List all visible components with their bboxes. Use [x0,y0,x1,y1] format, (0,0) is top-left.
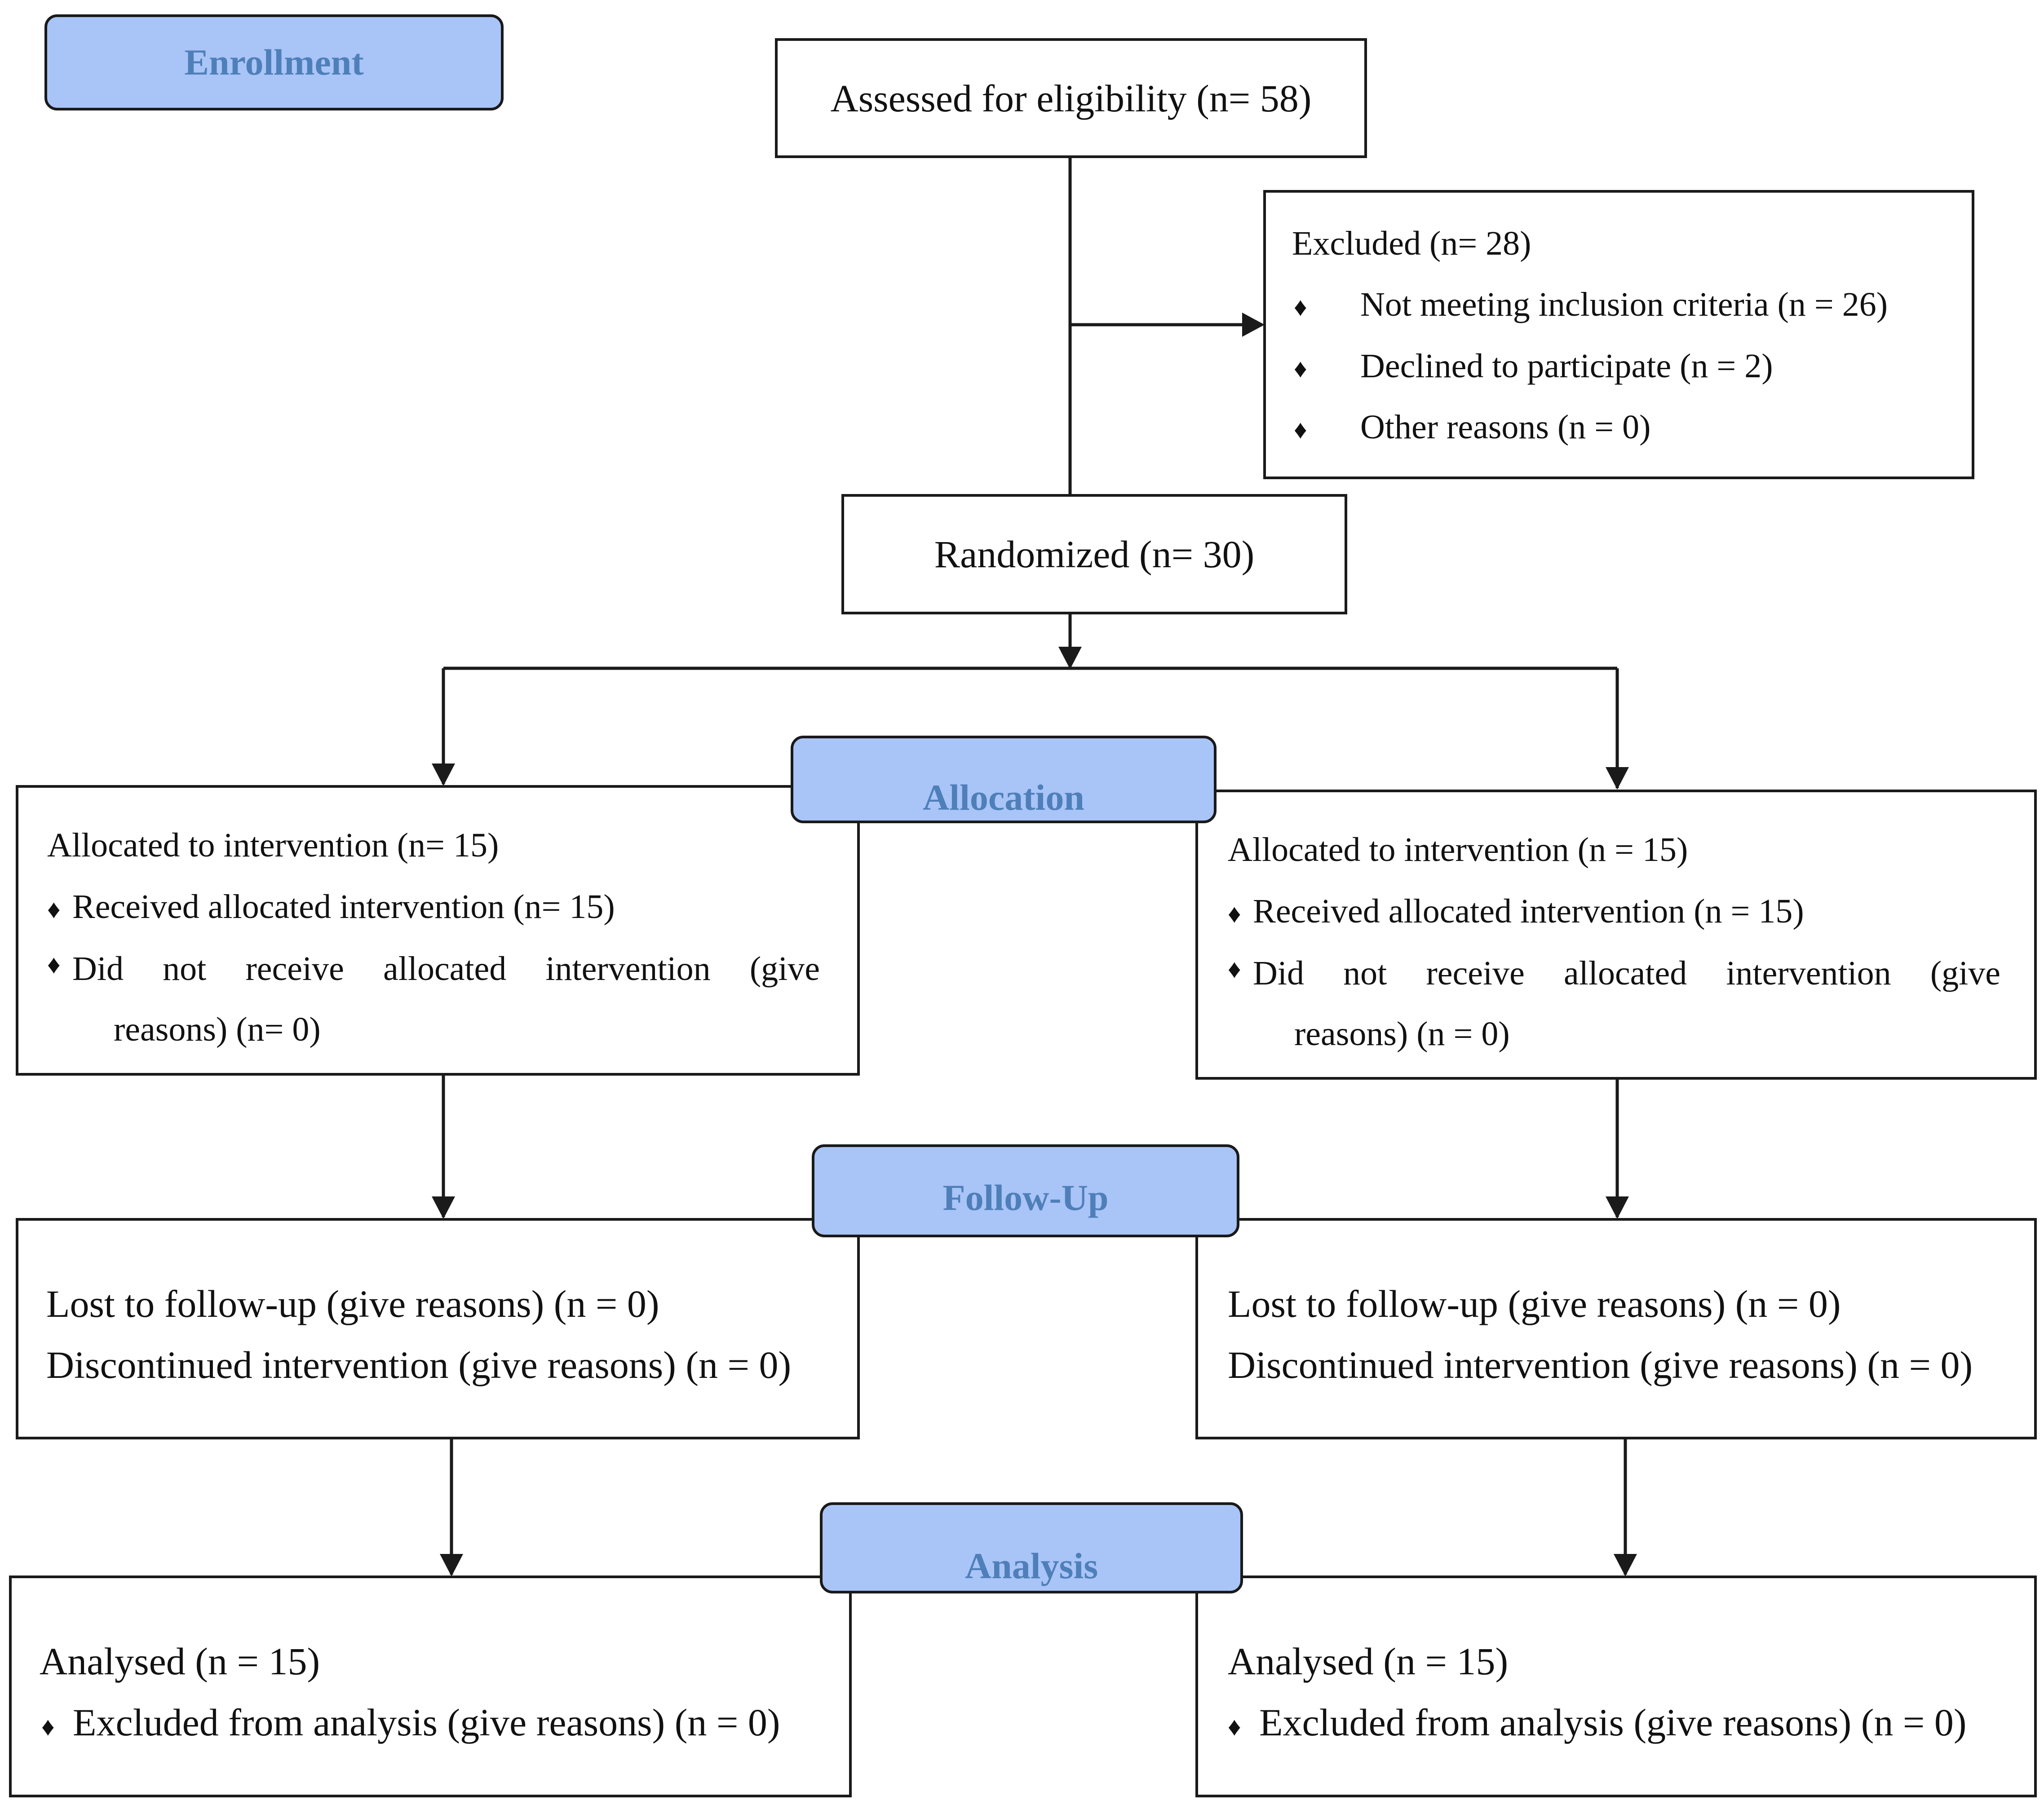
arrowhead-followup-right [1606,1196,1629,1219]
diamond-bullet-icon: ♦ [47,895,61,924]
arrowhead-analysis-left [440,1554,463,1576]
excluded-box: Excluded (n= 28) ♦ Not meeting inclusion … [1263,190,1974,479]
followup-right-box: Lost to follow-up (give reasons) (n = 0)… [1195,1218,2037,1439]
allocation-right-not-received-text: Did not receive allocated intervention (… [1253,954,2000,992]
analysis-right-excluded-text: Excluded from analysis (give reasons) (n… [1259,1701,1967,1744]
analysis-right-analysed: Analysed (n = 15) [1228,1640,1509,1683]
allocation-left-not-received-cont: reasons) (n= 0) [114,1011,321,1048]
allocation-left-not-received: ♦ Did not receive allocated intervention… [47,949,820,989]
allocation-right-not-received: ♦ Did not receive allocated intervention… [1228,954,2000,993]
excluded-title: Excluded (n= 28) [1292,225,1531,262]
analysis-right-box: Analysed (n = 15) ♦ Excluded from analysi… [1195,1576,2037,1797]
analysis-left-excluded-text: Excluded from analysis (give reasons) (n… [73,1701,780,1744]
stage-label-enrollment: Enrollment [44,14,504,110]
diamond-bullet-icon: ♦ [1228,954,1241,984]
diamond-bullet-icon: ♦ [1294,292,1307,322]
allocation-right-received-text: Received allocated intervention (n = 15) [1253,892,1804,930]
stage-label-enrollment-text: Enrollment [184,42,364,83]
allocation-left-not-received-text: Did not receive allocated intervention (… [72,950,820,988]
arrowhead-alloc-left [432,763,455,786]
excluded-item-text: Other reasons (n = 0) [1360,408,1651,446]
allocation-left-received-text: Received allocated intervention (n= 15) [72,888,615,926]
diamond-bullet-icon: ♦ [1228,899,1241,928]
allocation-left-title: Allocated to intervention (n= 15) [47,826,499,864]
followup-left-lost: Lost to follow-up (give reasons) (n = 0) [46,1282,659,1325]
assessed-box: Assessed for eligibility (n= 58) [775,38,1367,158]
followup-left-discontinued: Discontinued intervention (give reasons)… [46,1343,792,1386]
allocation-right-not-received-cont: reasons) (n = 0) [1294,1015,1510,1053]
diamond-bullet-icon: ♦ [41,1712,55,1741]
arrowhead-followup-left [432,1196,455,1219]
stage-label-follow-up-text: Follow-Up [942,1177,1109,1218]
randomized-box: Randomized (n= 30) [841,494,1347,614]
excluded-item-3: ♦ Other reasons (n = 0) [1294,408,1650,447]
randomized-text: Randomized (n= 30) [934,533,1255,576]
analysis-left-excluded: ♦ Excluded from analysis (give reasons) (… [41,1700,780,1745]
allocation-right-received: ♦ Received allocated intervention (n = 15… [1228,892,1804,931]
arrowhead-randomized-split [1058,647,1082,669]
stage-label-follow-up: Follow-Up [812,1144,1239,1237]
allocation-right-box: Allocated to intervention (n = 15) ♦ Rece… [1195,790,2037,1080]
followup-left-box: Lost to follow-up (give reasons) (n = 0)… [16,1218,860,1439]
arrowhead-alloc-right [1606,767,1629,790]
assessed-text: Assessed for eligibility (n= 58) [830,76,1312,120]
stage-label-allocation: Allocation [791,736,1217,823]
arrowhead-analysis-right [1614,1554,1637,1576]
excluded-item-2: ♦ Declined to participate (n = 2) [1294,347,1773,386]
allocation-left-box: Allocated to intervention (n= 15) ♦ Recei… [16,785,860,1076]
stage-label-analysis-text: Analysis [964,1545,1098,1586]
arrowhead-excluded [1242,313,1265,337]
followup-right-discontinued: Discontinued intervention (give reasons)… [1228,1343,1973,1386]
diamond-bullet-icon: ♦ [1294,415,1307,444]
followup-right-lost: Lost to follow-up (give reasons) (n = 0) [1228,1282,1841,1325]
stage-label-allocation-text: Allocation [923,777,1084,818]
stage-label-analysis: Analysis [820,1502,1243,1593]
diamond-bullet-icon: ♦ [1228,1712,1241,1741]
analysis-right-excluded: ♦ Excluded from analysis (give reasons) (… [1228,1700,1967,1745]
excluded-item-text: Not meeting inclusion criteria (n = 26) [1360,286,1888,323]
diamond-bullet-icon: ♦ [47,950,61,979]
allocation-left-received: ♦ Received allocated intervention (n= 15) [47,887,615,927]
excluded-item-text: Declined to participate (n = 2) [1360,347,1773,385]
excluded-item-1: ♦ Not meeting inclusion criteria (n = 26) [1294,285,1888,324]
allocation-right-title: Allocated to intervention (n = 15) [1228,831,1688,869]
analysis-left-analysed: Analysed (n = 15) [40,1640,320,1683]
analysis-left-box: Analysed (n = 15) ♦ Excluded from analysi… [9,1576,852,1797]
diamond-bullet-icon: ♦ [1294,354,1307,383]
